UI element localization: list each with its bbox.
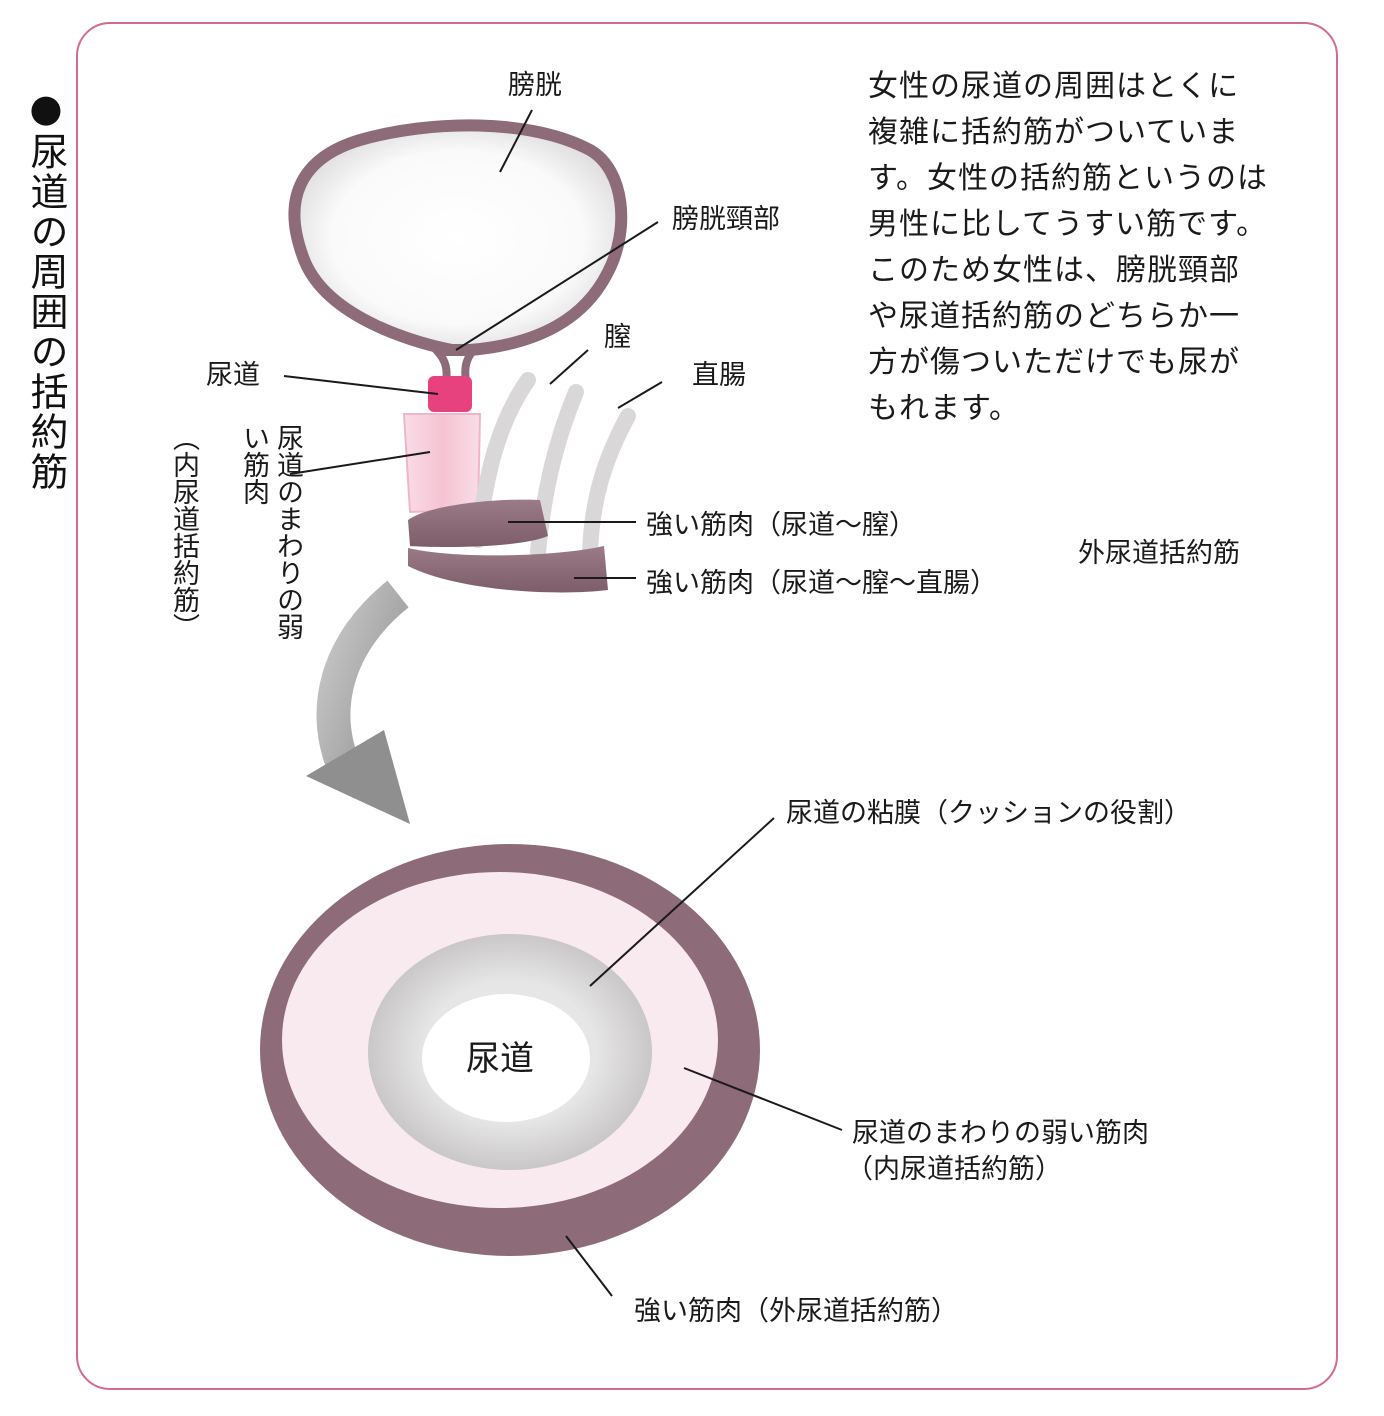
weak-muscle-segment: [402, 413, 482, 514]
label-internal-sphincter-vertical: （内尿道括約筋）: [168, 424, 199, 640]
cross-section: [260, 844, 760, 1256]
leader-rectum: [617, 381, 663, 409]
leader-urethra: [283, 375, 439, 395]
label-weak-muscle-ring: 尿道のまわりの弱い筋肉: [852, 1118, 1149, 1149]
leader-strong-ring: [565, 1235, 613, 1297]
label-internal-sphincter-ring: （内尿道括約筋）: [846, 1154, 1062, 1185]
rectum-tube: [582, 408, 636, 560]
urethra-lumen: [422, 994, 590, 1122]
curved-arrow-icon: [306, 580, 410, 824]
label-weak-muscle-vertical: 尿道のまわりの弱い筋肉: [238, 424, 303, 640]
leader-lines-bottom: [565, 817, 843, 1297]
external-sphincter-bands: [408, 499, 608, 593]
arrow-shaft: [316, 580, 409, 788]
band-urethra-vagina-rectum: [408, 546, 608, 593]
leader-weak-ring: [683, 1067, 843, 1131]
content-frame: [76, 22, 1338, 1390]
label-mucosa: 尿道の粘膜（クッションの役割）: [786, 798, 1191, 829]
section-title: ●尿道の周囲の括約筋: [14, 86, 68, 492]
label-rectum: 直腸: [692, 360, 746, 391]
label-bladder: 膀胱: [508, 70, 562, 101]
label-strong-ring: 強い筋肉（外尿道括約筋）: [634, 1296, 958, 1327]
label-external-sphincter: 外尿道括約筋: [1078, 538, 1240, 569]
leader-lines-top: [283, 109, 663, 579]
leader-bladder: [499, 109, 533, 173]
label-strong-muscle-2: 強い筋肉（尿道～膣～直腸）: [646, 568, 997, 599]
label-urethra: 尿道: [206, 360, 260, 391]
label-bladder-neck: 膀胱頸部: [672, 204, 780, 235]
section-title-text: 尿道の周囲の括約筋: [24, 132, 68, 492]
leader-vagina: [549, 349, 589, 385]
arrow-head: [306, 730, 410, 824]
label-cross-urethra: 尿道: [466, 1039, 534, 1079]
band-urethra-vagina: [408, 499, 548, 547]
bladder: [288, 119, 628, 386]
label-strong-muscle-1: 強い筋肉（尿道～膣）: [646, 510, 916, 541]
leader-mucosa: [589, 817, 775, 987]
label-vagina: 膣: [604, 322, 631, 353]
leader-bladder-neck: [455, 221, 659, 351]
urethra-segment: [428, 376, 472, 412]
bullet-icon: ●: [24, 86, 68, 132]
description-text: 女性の尿道の周囲はとくに複雑に括約筋がついています。女性の括約筋というのは男性に…: [868, 69, 1268, 426]
leader-weak-muscle: [289, 451, 431, 475]
bladder-wall: [288, 119, 628, 356]
